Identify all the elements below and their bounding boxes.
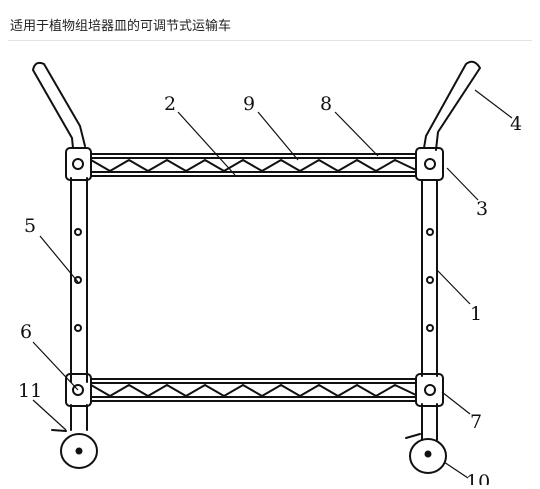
- callout-4: 4: [510, 113, 522, 135]
- right-handle: [423, 60, 481, 151]
- callout-10: 10: [466, 471, 490, 485]
- sleeve-upper-right: [415, 147, 444, 181]
- lower-shelf: [90, 378, 417, 402]
- cart-drawing: 2 9 8 4 3 1 5 6 11 7 10: [18, 60, 522, 489]
- header: 适用于植物组培器皿的可调节式运输车: [0, 0, 540, 41]
- callout-8: 8: [320, 93, 332, 115]
- right-wheel: [409, 438, 447, 474]
- callout-6: 6: [20, 321, 32, 343]
- left-handle: [32, 61, 86, 149]
- callout-9: 9: [243, 93, 255, 115]
- callout-7: 7: [470, 411, 482, 433]
- page-title: 适用于植物组培器皿的可调节式运输车: [10, 19, 232, 34]
- upper-shelf: [90, 153, 417, 177]
- sleeve-lower-left: [65, 373, 92, 407]
- patent-figure: 2 9 8 4 3 1 5 6 11 7 10: [0, 45, 540, 489]
- sleeve-upper-right-bolt: [424, 158, 436, 170]
- sleeve-lower-left-bolt: [72, 384, 84, 396]
- callout-11: 11: [18, 380, 42, 402]
- callout-3: 3: [476, 198, 488, 220]
- left-post: [70, 177, 88, 431]
- callout-5: 5: [24, 215, 36, 237]
- sleeve-upper-left: [65, 147, 92, 181]
- sleeve-upper-left-bolt: [72, 158, 84, 170]
- header-divider: [8, 40, 532, 41]
- leader-lines: [32, 89, 513, 479]
- left-wheel: [60, 433, 98, 469]
- right-post: [421, 179, 438, 441]
- callout-2: 2: [164, 93, 176, 115]
- callout-1: 1: [470, 303, 482, 325]
- sleeve-lower-right: [415, 373, 444, 407]
- sleeve-lower-right-bolt: [424, 384, 436, 396]
